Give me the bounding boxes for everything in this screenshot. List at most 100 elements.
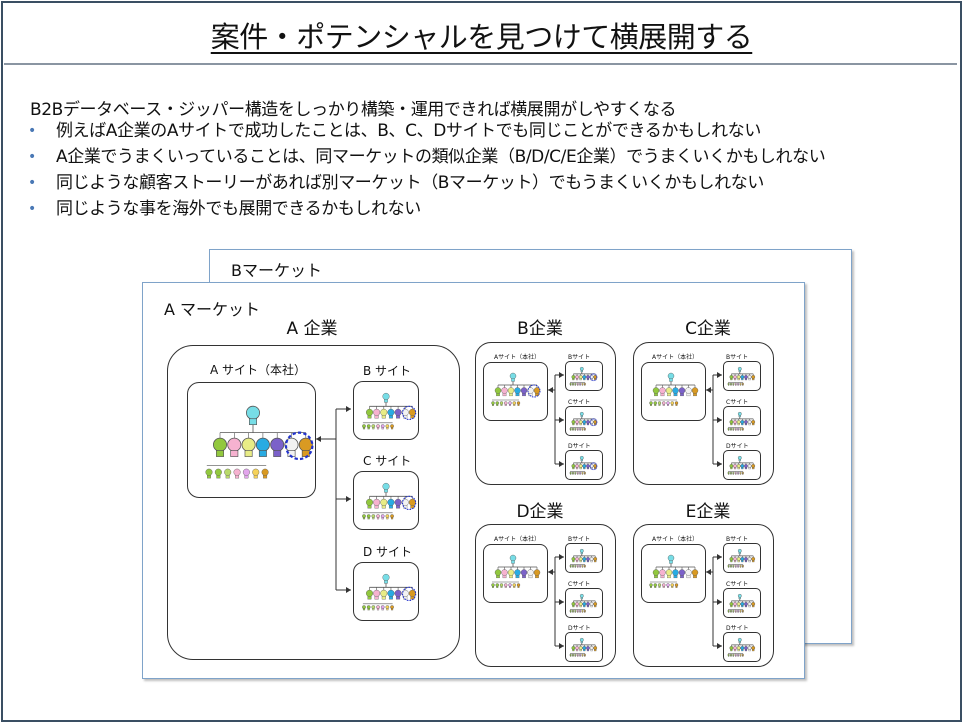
company-d-hq-staff-person-head xyxy=(516,583,521,587)
company-a-site-c-manager-person-head xyxy=(408,498,416,506)
company-b-site-2-highlight-circle xyxy=(589,462,598,471)
company-a-site-b-manager-person-head xyxy=(380,408,388,416)
company-c-site-1-staff-person-body xyxy=(737,429,739,431)
company-b-site-2-staff-person-body xyxy=(579,473,581,475)
page-title: 案件・ポテンシャルを見つけて横展開する xyxy=(210,20,753,54)
company-c-site-1-root-person-body xyxy=(738,415,741,418)
company-b-hq-staff-person-body xyxy=(504,404,507,406)
company-a-site-b-manager-person-head xyxy=(408,408,416,416)
company-a-site-c-staff-person-body xyxy=(381,517,384,520)
company-d-site-1-staff-person-body xyxy=(581,611,584,613)
company-c-site-2-manager-person-head xyxy=(736,464,741,468)
company-e-hq-manager-person-body xyxy=(680,575,684,579)
company-e-site-2-staff-person-head xyxy=(737,653,740,656)
company-b-hq-staff-person-head xyxy=(508,401,512,405)
company-e-site-0-manager-person-body xyxy=(737,560,740,563)
company-d-site-2-root-person-body xyxy=(580,641,583,644)
company-c-site-1-manager-person-body xyxy=(748,423,751,426)
company-d-site-1-staff-person-head xyxy=(574,609,577,612)
company-a-site-d-staff-person-body xyxy=(362,608,366,611)
company-e-site-2-manager-person-head xyxy=(747,646,752,650)
company-d-site-2-staff-person-body xyxy=(581,655,584,657)
company-d-site-2-staff-person-body xyxy=(577,655,579,657)
company-c-site-2-manager-person-head xyxy=(751,464,756,468)
company-e-hq-staff-person-head xyxy=(653,583,657,587)
company-a-site-b-staff-person-head xyxy=(385,424,390,428)
company-a-site-d-manager-person-body xyxy=(367,596,372,600)
company-e-site-1-manager-person-head xyxy=(744,602,748,606)
company-a-hq-staff-person-head xyxy=(261,468,269,476)
company-b-site-b-label: Bサイト xyxy=(568,354,591,361)
company-e-hq-root-person-head xyxy=(667,554,675,562)
company-b-site-2-staff-person-head xyxy=(569,471,572,474)
company-b-site-2-manager-person-head xyxy=(571,464,576,468)
company-b-hq-manager-person-body xyxy=(535,393,539,397)
company-e-site-0-staff-person-body xyxy=(730,566,732,568)
company-d-site-0-manager-person-body xyxy=(583,560,586,563)
company-c-site-1-manager-person-body xyxy=(737,423,740,426)
company-a-site-b-staff-person-body xyxy=(386,427,389,430)
company-c-site-2-staff-person-head xyxy=(727,471,730,474)
company-c-site-0-manager-person-body xyxy=(733,378,737,381)
company-d-site-2-staff-person-body xyxy=(569,655,572,657)
company-a-site-d-staff-person-head xyxy=(390,605,394,609)
company-b-site-1-staff-person-body xyxy=(577,429,579,431)
company-b-connector-arrow-head xyxy=(559,417,564,423)
company-d-site-2-staff-person-body xyxy=(572,655,574,657)
company-e-hq-staff-person-head xyxy=(649,583,653,587)
company-a-hq-manager-person-body xyxy=(273,450,282,457)
company-a-site-d-staff-person-body xyxy=(367,608,370,611)
company-c-hq-staff-person-head xyxy=(649,401,653,405)
company-d-hq-staff-person-body xyxy=(513,586,516,588)
company-a-site-b-staff-person-head xyxy=(371,424,376,428)
company-b-site-2-staff-person-head xyxy=(581,471,584,474)
company-e-site-2-manager-person-head xyxy=(740,646,745,650)
company-a-site-b-staff-person-body xyxy=(372,427,375,430)
company-c-site-2-staff-person-body xyxy=(735,473,737,475)
company-e-connector-arrow-head xyxy=(706,569,711,575)
company-e-hq-staff-person-head xyxy=(657,583,662,587)
company-c-site-1-manager-person-head xyxy=(729,420,734,424)
company-c-hq-staff-person-head xyxy=(657,401,662,405)
company-a-site-c-staff-person-body xyxy=(386,517,389,520)
company-e-hq-manager-person-head xyxy=(652,569,660,576)
company-e-site-0-staff-person-body xyxy=(737,566,739,568)
company-e-site-1-staff-person-head xyxy=(739,609,742,612)
company-e-site-0-staff-person-body xyxy=(739,566,742,568)
company-e-site-2-root-person-body xyxy=(738,641,741,644)
company-e-hq-staff-person-body xyxy=(675,586,678,588)
company-a-site-b-manager-person-body xyxy=(396,415,401,419)
company-e-site-1-staff-person-body xyxy=(730,611,732,613)
company-a-site-d-manager-person-body xyxy=(374,596,379,600)
company-a-site-d-staff-person-head xyxy=(385,605,390,609)
company-a-site-d-manager-person-head xyxy=(408,589,416,597)
company-e-site-2-staff-person-head xyxy=(741,653,744,656)
company-b-hq-manager-person-head xyxy=(507,387,515,394)
company-b-site-0-root-person-head xyxy=(579,366,584,371)
company-d-site-0-manager-person-body xyxy=(572,560,575,563)
company-e-site-0-root-person-body xyxy=(738,552,741,555)
company-b-site-0-root-person-body xyxy=(580,370,583,373)
company-a-site-c-highlight-circle xyxy=(401,495,417,511)
company-a-hq-staff-person-body xyxy=(263,475,268,479)
company-c-site-2-staff-person-head xyxy=(729,471,733,474)
company-d-site-1-staff-person-head xyxy=(581,609,584,612)
company-b-site-1-staff-person-body xyxy=(584,429,586,431)
company-e-site-2-staff-person-head xyxy=(727,653,730,656)
company-e-site-1-manager-person-head xyxy=(751,602,756,606)
company-a-hq-manager-person-body xyxy=(301,450,310,457)
company-c-site-0-root-person-head xyxy=(737,366,742,371)
company-d-connector-arrow-head xyxy=(559,554,564,560)
company-b-hq-manager-person-body xyxy=(502,393,507,397)
company-b-connector-arrow-head xyxy=(559,372,564,378)
company-a-site-b-staff-person-body xyxy=(367,427,370,430)
company-e-site-d-label: Dサイト xyxy=(726,625,749,632)
company-c-hq-staff-person-head xyxy=(662,401,666,405)
company-d-hq-manager-person-body xyxy=(509,575,513,579)
company-a-hq-manager-person-body xyxy=(216,450,224,457)
company-a-site-b-root-person-head xyxy=(382,392,390,400)
company-e-site-1-staff-person-head xyxy=(729,609,733,612)
company-b-site-0-staff-person-head xyxy=(583,382,586,385)
bullet-dot: • xyxy=(28,201,36,217)
